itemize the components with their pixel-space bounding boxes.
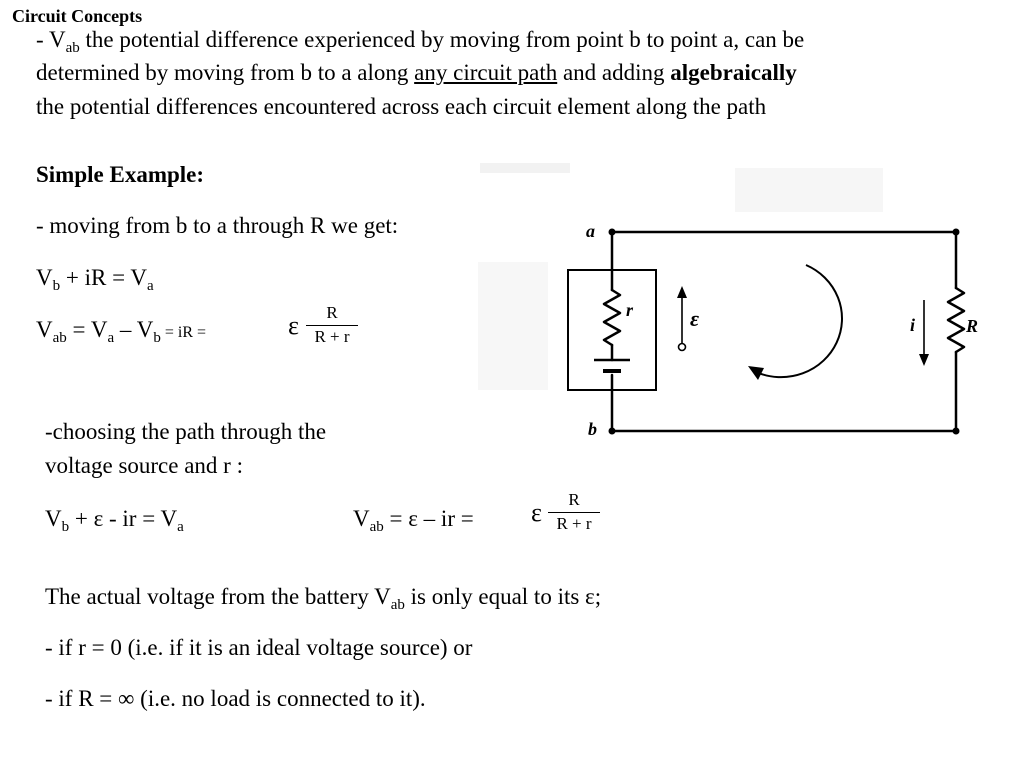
equation-2: Vab = Va – Vb = iR = — [36, 313, 206, 350]
label-r: r — [626, 300, 634, 320]
intro-v-symbol: - V — [36, 27, 66, 52]
faint-artifact-3 — [478, 262, 548, 390]
intro-line-1: - Vab the potential difference experienc… — [36, 23, 804, 57]
eq3-sub-a: b — [61, 519, 70, 535]
conclusion-line-2: - if r = 0 (i.e. if it is an ideal volta… — [45, 635, 473, 660]
label-a: a — [586, 221, 595, 241]
fraction-2-bar — [548, 512, 600, 513]
label-R: R — [965, 316, 978, 336]
example-line-1: - moving from b to a through R we get: — [36, 213, 399, 238]
fraction-2-denominator: R + r — [556, 514, 592, 533]
circulation-arrow — [755, 264, 843, 379]
intro-line-2-text-b: and adding — [557, 60, 671, 85]
faint-artifact-1 — [480, 163, 570, 173]
battery-box — [567, 269, 657, 391]
eq2-sub-b: a — [107, 330, 115, 346]
eq1-sub-b: a — [147, 278, 154, 294]
intro-line-2: determined by moving from b to a along a… — [36, 56, 797, 90]
eq1-sub-a: b — [52, 278, 61, 294]
internal-resistor-r — [602, 288, 622, 347]
circuit-diagram: a b r ε i R — [567, 221, 978, 439]
path2-line-2: voltage source and r : — [45, 453, 243, 478]
example-heading: Simple Example: — [36, 162, 205, 187]
eq1-part-b: + iR = V — [60, 265, 147, 290]
conclusion-subscript: ab — [390, 597, 405, 613]
circulation-arrow-head — [748, 366, 764, 380]
equation-1: Vb + iR = Va — [36, 261, 154, 295]
slide-title: Circuit Concepts — [12, 6, 143, 26]
equation-4: Vab = ε – ir = — [353, 502, 474, 536]
node-b-right — [952, 427, 960, 435]
eq2-sub-a: ab — [52, 330, 67, 346]
intro-line-2-text: determined by moving from b to a along — [36, 60, 415, 85]
faint-artifact-2 — [735, 168, 883, 212]
conclusion-line-1-text: The actual voltage from the battery V — [45, 584, 391, 609]
node-a-right — [952, 228, 960, 236]
emf-arrow-tail — [677, 342, 687, 352]
eq4-part-b: = ε – ir = — [383, 506, 474, 531]
emf-arrow-head — [677, 286, 687, 298]
eq3-sub-b: a — [177, 519, 184, 535]
label-i: i — [910, 315, 915, 335]
eq2-part-d: = iR = — [160, 324, 207, 341]
fraction-1-denominator: R + r — [314, 327, 350, 346]
eq2-part-c: – V — [114, 317, 154, 342]
eq4-sub-a: ab — [369, 519, 384, 535]
eq4-part-a: V — [353, 506, 370, 531]
conclusion-line-3: - if R = ∞ (i.e. no load is connected to… — [45, 686, 426, 711]
fraction-2-epsilon: ε — [531, 498, 542, 527]
conclusion-line-1-text-b: is only equal to its ε; — [404, 584, 602, 609]
fraction-2: R R + r — [548, 491, 600, 533]
equation-3: Vb + ε - ir = Va — [45, 502, 184, 536]
intro-line-3: the potential differences encountered ac… — [36, 94, 767, 119]
fraction-2-numerator: R — [568, 490, 580, 509]
intro-underlined-phrase: any circuit path — [414, 60, 558, 85]
path2-line-1: -choosing the path through the — [45, 419, 327, 444]
fraction-1-numerator: R — [326, 303, 338, 322]
label-epsilon: ε — [690, 306, 699, 331]
eq1-part-a: V — [36, 265, 53, 290]
node-a-left — [608, 228, 616, 236]
node-b-left — [608, 427, 616, 435]
fraction-1: R R + r — [306, 304, 358, 346]
load-resistor-R — [946, 286, 966, 354]
intro-line-1-text: the potential difference experienced by … — [79, 27, 805, 52]
conclusion-line-1: The actual voltage from the battery Vab … — [45, 580, 601, 614]
intro-v-subscript: ab — [65, 40, 80, 56]
eq2-sub-c: b — [153, 330, 161, 346]
eq2-part-a: V — [36, 317, 53, 342]
current-arrow-head — [919, 354, 929, 366]
intro-bold-word: algebraically — [670, 60, 797, 85]
eq3-part-b: + ε - ir = V — [69, 506, 178, 531]
fraction-1-epsilon: ε — [288, 311, 299, 340]
eq3-part-a: V — [45, 506, 62, 531]
label-b: b — [588, 419, 597, 439]
fraction-1-bar — [306, 325, 358, 326]
eq2-part-b: = V — [66, 317, 108, 342]
